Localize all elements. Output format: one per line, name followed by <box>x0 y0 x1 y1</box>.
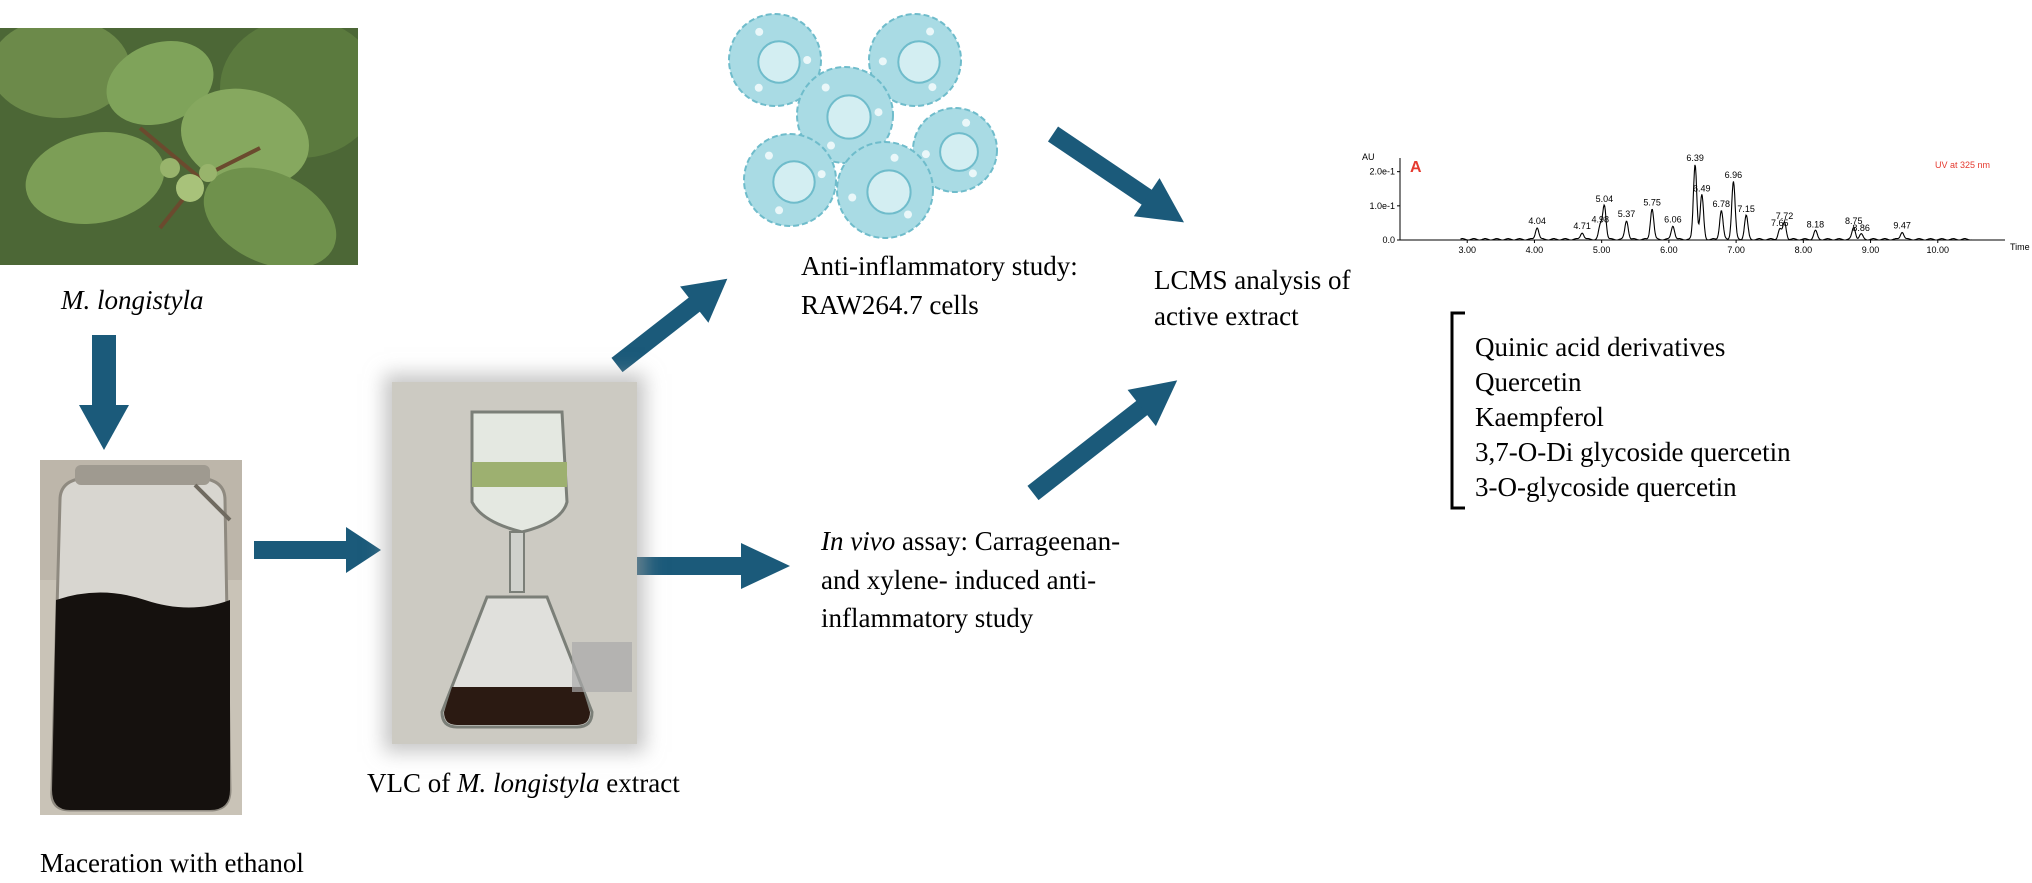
chrom-peak-label: 6.49 <box>1693 184 1711 194</box>
raw264-cell-granule <box>874 108 883 117</box>
chrom-x-tick-label: 4.00 <box>1526 245 1544 255</box>
chrom-x-axis-title: Time <box>2010 242 2030 252</box>
maceration-jar-photo <box>40 460 242 815</box>
chrom-x-tick-label: 3.00 <box>1458 245 1476 255</box>
chrom-peak-label: 6.78 <box>1713 199 1731 209</box>
arrow-invitro-to-lcms <box>1047 126 1184 223</box>
compound-item: 3-O-glycoside quercetin <box>1475 472 1737 502</box>
compound-item: Quercetin <box>1475 367 1582 397</box>
chrom-x-tick-label: 10.00 <box>1927 245 1950 255</box>
compound-item: Kaempferol <box>1475 402 1604 432</box>
chrom-trace <box>1460 164 1972 241</box>
chrom-peak-label: 4.71 <box>1573 221 1591 231</box>
arrow-plant-to-maceration <box>79 335 129 450</box>
plant-species-name: M. longistyla <box>61 285 204 315</box>
raw264-cell-granule <box>848 193 857 202</box>
chrom-peak-label: 5.37 <box>1618 209 1636 219</box>
lcms-line2: active extract <box>1154 301 1299 331</box>
raw264-cell-granule <box>755 27 764 36</box>
raw264-cell-granule <box>764 151 773 160</box>
lcms-chromatogram: AU A UV at 325 nm Time 2.0e-1 1.0e-1 0.0 3… <box>1362 152 2030 255</box>
vlc-apparatus-photo <box>392 382 637 744</box>
raw264-cell-granule <box>775 206 784 215</box>
arrow-vlc-to-invitro <box>611 278 728 373</box>
chrom-x-tick-label: 6.00 <box>1660 245 1678 255</box>
raw264-cell-granule <box>817 170 826 179</box>
chrom-peak-label: 6.39 <box>1686 153 1704 163</box>
lcms-line1: LCMS analysis of <box>1154 265 1351 295</box>
raw264-cell-nucleus <box>772 160 816 204</box>
compound-item: 3,7-O-Di glycoside quercetin <box>1475 437 1791 467</box>
raw264-cells-illustration <box>728 13 998 239</box>
chrom-peak-label: 4.98 <box>1592 214 1610 224</box>
plant-photo <box>0 28 358 265</box>
in-vivo-line3: inflammatory study <box>821 603 1034 633</box>
raw264-cell-granule <box>926 27 935 36</box>
raw264-cell-nucleus <box>757 40 801 84</box>
raw264-cell-granule <box>803 56 812 64</box>
chrom-y-tick-label: 2.0e-1 <box>1369 167 1395 177</box>
raw264-cell-granule <box>921 150 930 159</box>
in-vitro-line1: Anti-inflammatory study: <box>801 251 1078 281</box>
chrom-peak-label: 7.65 <box>1771 218 1789 228</box>
raw264-cell-granule <box>754 83 763 92</box>
chrom-peak-label: 8.86 <box>1852 223 1870 233</box>
chrom-peak-label: 7.72 <box>1776 211 1794 221</box>
raw264-cell-nucleus <box>866 169 912 215</box>
raw264-cell-nucleus <box>826 94 872 140</box>
raw264-cell-nucleus <box>897 40 941 84</box>
chrom-peak-label: 4.04 <box>1528 216 1546 226</box>
chrom-peak-label: 6.06 <box>1664 214 1682 224</box>
chrom-panel-tag: A <box>1410 159 1422 176</box>
in-vitro-line2: RAW264.7 cells <box>801 290 979 320</box>
maceration-caption: Maceration with ethanol <box>40 848 304 878</box>
raw264-cell-granule <box>827 141 836 150</box>
chrom-peak-label: 8.75 <box>1845 216 1863 226</box>
raw264-cell-granule <box>890 153 899 162</box>
raw264-cell-granule <box>928 83 937 92</box>
chrom-y-axis-title: AU <box>1362 152 1375 162</box>
raw264-cell-granule <box>968 169 977 178</box>
chrom-y-tick-label: 1.0e-1 <box>1369 201 1395 211</box>
chrom-y-tick-label: 0.0 <box>1382 235 1395 245</box>
arrow-maceration-to-vlc <box>254 527 381 573</box>
chrom-x-tick-label: 8.00 <box>1795 245 1813 255</box>
chrom-detector-label: UV at 325 nm <box>1935 160 1990 170</box>
chrom-x-tick-label: 7.00 <box>1727 245 1745 255</box>
raw264-cell-nucleus <box>939 132 979 172</box>
arrow-invivo-to-lcms <box>1027 380 1178 501</box>
raw264-cell-granule <box>878 57 887 66</box>
chrom-x-tick-label: 9.00 <box>1862 245 1880 255</box>
raw264-cell-granule <box>962 118 971 127</box>
arrow-vlc-to-invivo <box>634 543 790 589</box>
chrom-peak-label: 5.04 <box>1596 194 1614 204</box>
chrom-peak-label: 5.75 <box>1643 197 1661 207</box>
chrom-peak-label: 8.18 <box>1807 219 1825 229</box>
in-vivo-line2: and xylene- induced anti- <box>821 565 1097 595</box>
raw264-cell-granule <box>821 83 830 92</box>
compound-item: Quinic acid derivatives <box>1475 332 1726 362</box>
chrom-peak-label: 9.47 <box>1893 220 1911 230</box>
vlc-caption: VLC of M. longistyla extract <box>367 768 680 798</box>
chrom-x-tick-label: 5.00 <box>1593 245 1611 255</box>
compound-bracket <box>1450 311 1465 510</box>
plant-caption: M. longistyla <box>61 283 204 317</box>
compound-list: Quinic acid derivatives Quercetin Kaempf… <box>1475 330 1791 505</box>
in-vivo-line1: In vivo assay: Carrageenan- <box>821 526 1121 556</box>
raw264-cell-granule <box>904 210 913 219</box>
chrom-peak-label: 6.96 <box>1725 170 1743 180</box>
chrom-peak-label: 7.15 <box>1737 204 1755 214</box>
